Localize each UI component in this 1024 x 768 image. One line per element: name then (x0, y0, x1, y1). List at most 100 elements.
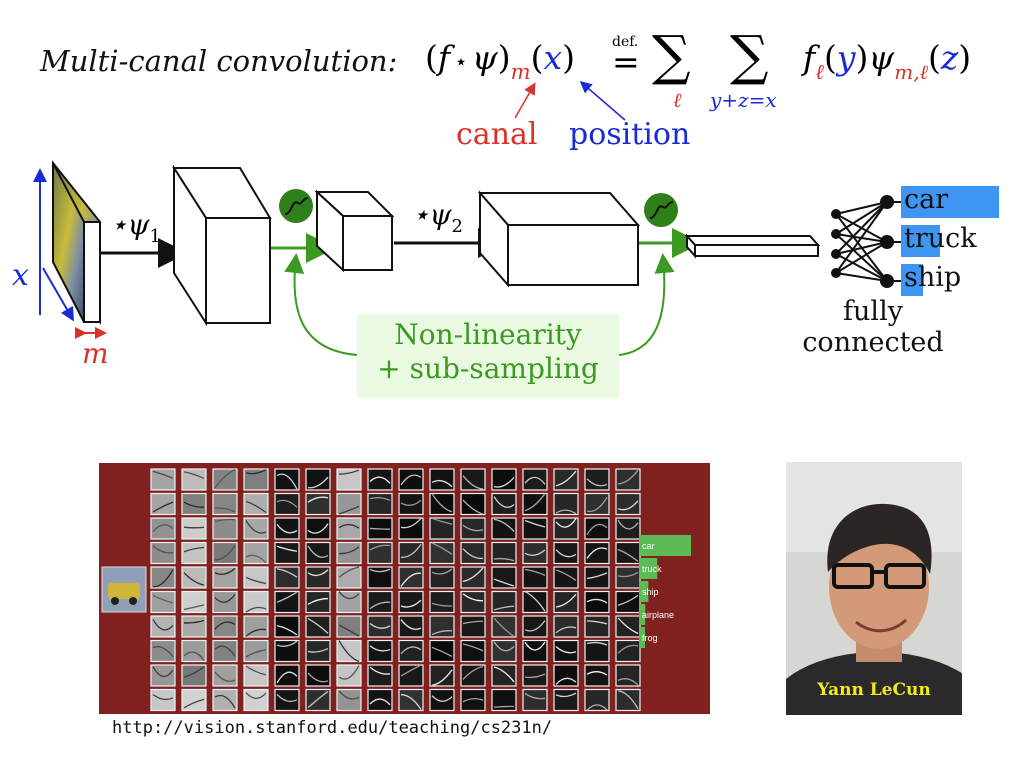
lhs-psi: ψ (471, 38, 498, 77)
feature-map-column (212, 468, 238, 712)
class-score-bar (901, 186, 999, 218)
input-car-thumbnail (101, 566, 147, 613)
feature-map-column (429, 468, 455, 712)
formula-lhs: (f⋆ψ)m(x) (425, 38, 575, 84)
fc-nodes (831, 195, 894, 288)
class-score-label: ship (904, 262, 962, 293)
conv1-psi: ⋆ψ (110, 208, 150, 241)
feature-map-column (460, 468, 486, 712)
canal-label: canal (456, 117, 538, 152)
feature-map-column (367, 468, 393, 712)
viz-class-label: car (642, 541, 655, 551)
z-close-paren: ) (958, 38, 972, 77)
viz-class-label: airplane (642, 610, 674, 620)
nonlinearity-text: Non-linearity + sub-sampling (357, 318, 619, 386)
feature-map-column (522, 468, 548, 712)
activation-icon-2 (644, 193, 678, 227)
portrait-caption: Yann LeCun (817, 680, 931, 700)
lhs-x: x (543, 38, 563, 77)
feature-map-column (243, 468, 269, 712)
portrait-illustration (786, 462, 962, 715)
viz-class-bar (639, 535, 691, 556)
nonlinearity-line-2: + sub-sampling (377, 352, 599, 385)
rhs-psi-sub-m: m, (894, 60, 920, 84)
canal-arrow (514, 82, 536, 119)
input-image-volume (52, 160, 101, 325)
class-score-bar (901, 225, 940, 257)
lhs-close-paren: ) (497, 38, 511, 77)
activation-visualization: car truck ship airplane frog (99, 463, 710, 714)
sum-symbol-1: ∑ (652, 24, 691, 87)
lhs-f: f (437, 38, 451, 77)
rhs-psi: ψ (868, 38, 895, 77)
def-mark: def. (612, 34, 639, 50)
input-x-label: x (12, 258, 29, 293)
feature-volume-1 (172, 164, 272, 327)
lhs-star: ⋆ (454, 50, 468, 75)
feature-map-column (615, 468, 641, 712)
feature-map-column (491, 468, 517, 712)
feature-map-column (181, 468, 207, 712)
fc-line-1: fully (843, 296, 903, 327)
fc-line-2: connected (802, 327, 944, 358)
sum2-index-eq: =x (748, 88, 777, 112)
viz-class-bar (639, 558, 658, 579)
formula-heading: Multi-canal convolution: (40, 44, 398, 78)
feature-map-column (584, 468, 610, 712)
formula-rhs: fℓ(y)ψm,ℓ(z) (803, 38, 972, 84)
portrait-photo (786, 462, 962, 715)
class-score-label: car (904, 184, 949, 215)
class-score-label: truck (904, 223, 977, 254)
sum2-index: y+z=x (710, 88, 777, 112)
feature-volume-2 (314, 189, 395, 273)
nl-curve-arrow-left (284, 253, 358, 356)
sum1-index: ℓ (673, 88, 682, 112)
feature-map-column (305, 468, 331, 712)
position-label: position (569, 117, 691, 152)
activation-grid: car truck ship airplane frog (101, 468, 691, 712)
viz-class-label: frog (642, 633, 658, 643)
annotation-arrows (514, 81, 626, 121)
conv2-label: ⋆ψ2 (412, 198, 463, 237)
z-open-paren: ( (927, 38, 941, 77)
feature-map-column (398, 468, 424, 712)
conv2-sub: 2 (451, 216, 463, 237)
viz-class-bar (639, 581, 649, 602)
nonlinearity-box (357, 314, 619, 398)
x-open-paren: ( (530, 38, 544, 77)
feature-volume-3 (477, 190, 641, 288)
nonlinearity-line-1: Non-linearity (394, 318, 582, 351)
network-diagram (33, 160, 902, 356)
rhs-f: f (803, 38, 816, 77)
viz-class-bar (639, 604, 646, 625)
conv2-psi: ⋆ψ (412, 198, 452, 231)
class-score-bar (901, 264, 923, 296)
feature-map-column (274, 468, 300, 712)
sum-symbol-2: ∑ (730, 24, 769, 87)
source-url[interactable]: http://vision.stanford.edu/teaching/cs23… (112, 718, 553, 738)
position-arrow (579, 81, 626, 121)
def-equals: = (612, 42, 640, 81)
feature-map-column (150, 468, 176, 712)
activation-icon-1 (279, 189, 313, 223)
viz-class-label: truck (642, 564, 662, 574)
y-open-paren: ( (823, 38, 837, 77)
rhs-y: y (836, 38, 856, 77)
conv1-label: ⋆ψ1 (110, 208, 161, 247)
input-diagonal-arrow (42, 267, 75, 322)
feature-map-column (336, 468, 362, 712)
viz-class-bar (639, 627, 645, 648)
viz-class-label: ship (642, 587, 659, 597)
rhs-f-sub: ℓ (815, 60, 824, 84)
fully-connected-label: fully connected (788, 296, 958, 358)
flattened-vector (684, 233, 821, 259)
nl-curve-arrow-right (618, 253, 675, 356)
sum2-index-yz: y+z (710, 88, 749, 112)
rhs-psi-sub: m,ℓ (894, 60, 928, 84)
conv1-sub: 1 (149, 226, 161, 247)
feature-map-column (553, 468, 579, 712)
x-close-paren: ) (562, 38, 575, 77)
rhs-psi-sub-l: ℓ (919, 60, 928, 84)
fully-connected-graph (835, 201, 902, 282)
lhs-open-paren: ( (425, 38, 438, 77)
